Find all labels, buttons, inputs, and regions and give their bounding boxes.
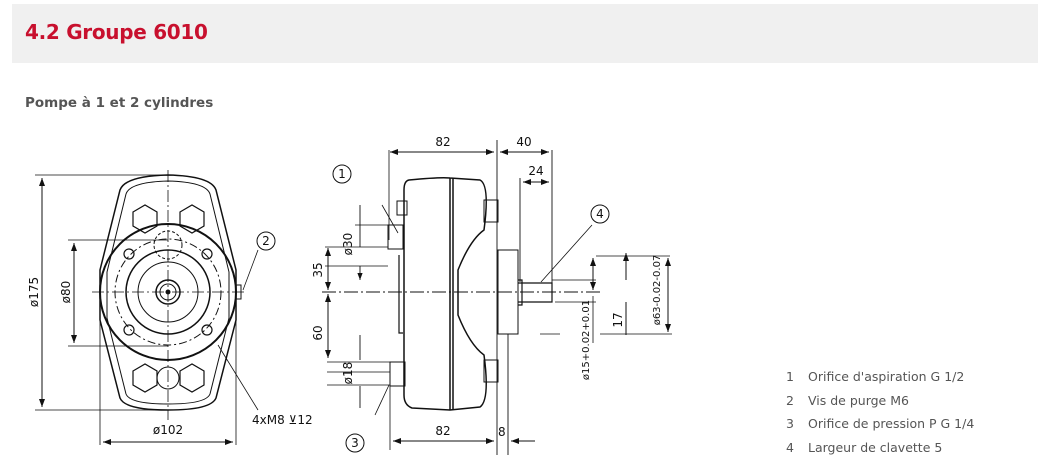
dim-82-top: 82 xyxy=(435,135,450,149)
dim-dia-30: ø30 xyxy=(341,233,355,256)
legend-item: 2 Vis de purge M6 xyxy=(786,393,974,417)
side-view: 1 3 4 82 40 24 82 8 ø30 35 60 ø18 ø15+0.… xyxy=(311,135,672,455)
subtitle: Pompe à 1 et 2 cylindres xyxy=(25,95,214,111)
legend-num: 1 xyxy=(786,369,794,384)
dim-17: 17 xyxy=(611,312,625,327)
dim-dia-80: ø80 xyxy=(59,281,73,304)
legend-text: Orifice d'aspiration G 1/2 xyxy=(808,369,965,384)
dim-dia-18: ø18 xyxy=(341,362,355,385)
section-title: 4.2 Groupe 6010 xyxy=(25,20,208,44)
dim-24: 24 xyxy=(528,164,543,178)
legend-text: Vis de purge M6 xyxy=(808,392,909,408)
dim-dia-63: ø63-0.02-0.07 xyxy=(652,255,663,326)
legend-item: 4 Largeur de clavette 5 xyxy=(786,440,974,464)
legend-item: 1 Orifice d'aspiration G 1/2 xyxy=(786,369,974,393)
dim-dia-102: ø102 xyxy=(153,423,183,437)
legend-num: 2 xyxy=(786,392,794,408)
legend-num: 4 xyxy=(786,439,794,455)
dim-dia-175: ø175 xyxy=(27,277,41,307)
callout-2: 2 xyxy=(262,234,270,248)
section-header xyxy=(12,4,1038,63)
legend: 1 Orifice d'aspiration G 1/2 2 Vis de purg… xyxy=(786,369,974,463)
dim-screws: 4xM8 ⊻12 xyxy=(252,413,313,427)
front-view: 2 ø175 ø80 ø102 4xM8 ⊻12 xyxy=(27,170,313,445)
dim-dia-15: ø15+0.02+0.01 xyxy=(581,300,592,380)
legend-item: 3 Orifice de pression P G 1/4 xyxy=(786,416,974,440)
dim-82-bottom: 82 xyxy=(435,424,450,438)
legend-num: 3 xyxy=(786,416,794,431)
dim-35: 35 xyxy=(311,262,325,277)
dim-8: 8 xyxy=(498,425,506,439)
legend-text: Orifice de pression P G 1/4 xyxy=(808,416,975,431)
callout-4: 4 xyxy=(596,207,604,221)
callout-3: 3 xyxy=(351,436,359,450)
legend-text: Largeur de clavette 5 xyxy=(808,439,943,455)
dim-40: 40 xyxy=(516,135,531,149)
dim-60: 60 xyxy=(311,325,325,340)
callout-1: 1 xyxy=(338,167,346,181)
